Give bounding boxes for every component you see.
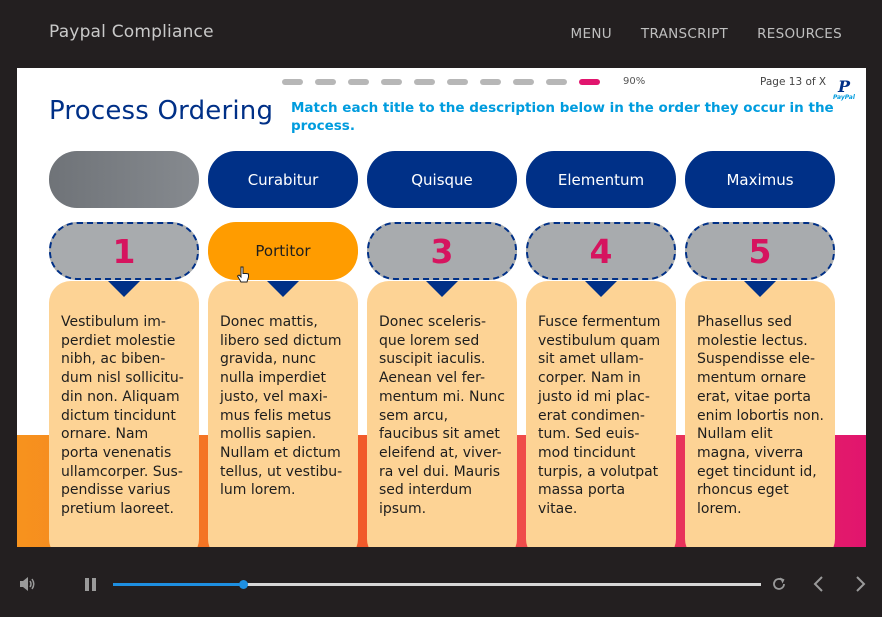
description-text: Donec sceleris-que lorem sed suscipit ia… [379,314,505,518]
progress-dot [315,79,336,85]
title-pill-maximus[interactable]: Maximus [685,151,835,208]
progress-dot [414,79,435,85]
pointer-arrow-icon [108,281,140,297]
drop-slot-4[interactable]: 4 [526,222,676,280]
playback-progress-fill [113,583,243,586]
progress-dot [480,79,501,85]
drop-slot-5[interactable]: 5 [685,222,835,280]
paypal-logo: P PayPal [833,77,855,101]
progress-dot [579,79,600,85]
playback-scrubber-handle[interactable] [238,580,248,589]
description-card-5: Phasellus sed molestie lectus. Suspendis… [685,281,835,547]
description-card-4: Fusce fermentum vestibulum quam sit amet… [526,281,676,547]
slot-answer-label: Portitor [255,242,311,260]
pointer-arrow-icon [744,281,776,297]
pointer-arrow-icon [267,281,299,297]
top-bar: Paypal Compliance MENU TRANSCRIPT RESOUR… [0,0,882,68]
drop-slot-1[interactable]: 1 [49,222,199,280]
description-card-3: Donec sceleris-que lorem sed suscipit ia… [367,281,517,547]
slide-progress-percent: 90% [623,76,646,87]
pointer-arrow-icon [426,281,458,297]
drop-slot-3[interactable]: 3 [367,222,517,280]
description-text: Fusce fermentum vestibulum quam sit amet… [538,314,661,518]
top-nav: MENU TRANSCRIPT RESOURCES [571,26,842,42]
drop-slot-2-filled[interactable]: Portitor [208,222,358,280]
pointer-arrow-icon [585,281,617,297]
slot-number: 4 [589,231,613,271]
title-pill-curabitur[interactable]: Curabitur [208,151,358,208]
progress-dot [348,79,369,85]
progress-dot [513,79,534,85]
app-title: Paypal Compliance [49,22,214,42]
player-controls [0,560,882,617]
transcript-link[interactable]: TRANSCRIPT [640,26,729,42]
progress-dot [447,79,468,85]
playback-progress-bar[interactable] [113,580,761,589]
progress-dot [282,79,303,85]
description-card-1: Vestibulum im-perdiet molestie nibh, ac … [49,281,199,547]
pause-icon[interactable] [85,578,97,591]
instruction-text: Match each title to the description belo… [291,100,834,134]
description-text: Phasellus sed molestie lectus. Suspendis… [697,314,825,518]
progress-dot [546,79,567,85]
chevron-right-icon[interactable] [851,575,869,593]
menu-link[interactable]: MENU [570,26,612,42]
title-pill-empty [49,151,199,208]
description-text: Vestibulum im-perdiet molestie nibh, ac … [61,314,184,518]
progress-dot [381,79,402,85]
title-pill-elementum[interactable]: Elementum [526,151,676,208]
slide-canvas: 90% Page 13 of X P PayPal Process Orderi… [17,68,866,547]
replay-icon[interactable] [770,575,788,593]
slot-number: 1 [112,231,136,271]
resources-link[interactable]: RESOURCES [757,26,842,42]
slide-progress-dots [282,79,600,85]
page-title: Process Ordering [49,96,274,126]
description-card-2: Donec mattis, libero sed dictum gravida,… [208,281,358,547]
slot-number: 3 [430,231,454,271]
volume-icon[interactable] [19,576,37,592]
slot-number: 5 [748,231,772,271]
description-text: Donec mattis, libero sed dictum gravida,… [220,314,343,499]
page-number: Page 13 of X [760,76,827,88]
title-pill-quisque[interactable]: Quisque [367,151,517,208]
chevron-left-icon[interactable] [810,575,828,593]
hand-cursor-icon [236,266,249,283]
